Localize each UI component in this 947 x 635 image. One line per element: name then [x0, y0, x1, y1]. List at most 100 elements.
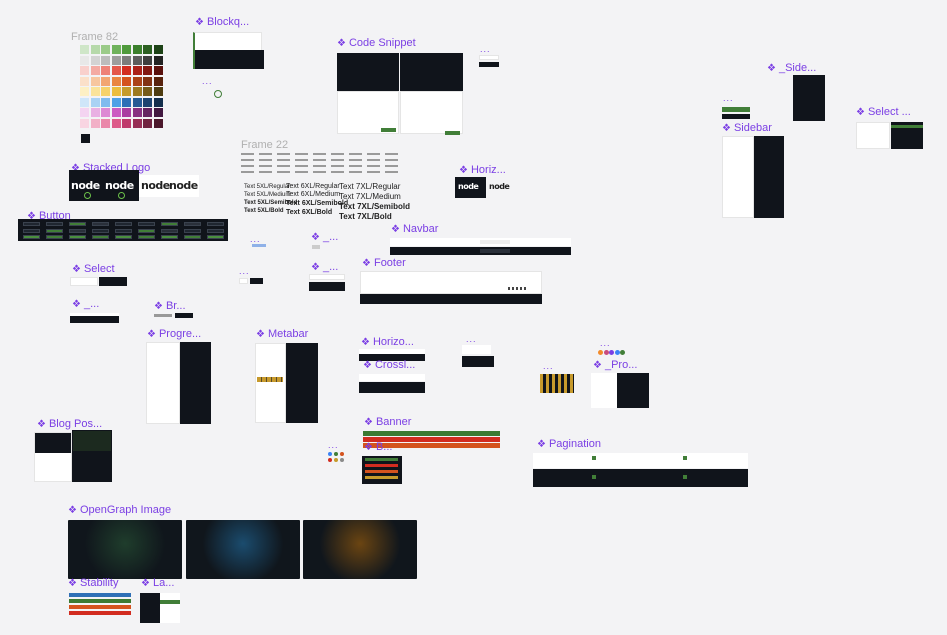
color-palette[interactable]	[80, 45, 164, 129]
blog-post-light-cover[interactable]	[35, 433, 71, 453]
option-dark[interactable]	[70, 316, 119, 323]
underscore-item-label-1[interactable]: ❖_...	[311, 231, 339, 243]
text-6xl-regular[interactable]: Text 6XL/Regular	[286, 183, 340, 190]
color-swatch[interactable]	[153, 45, 163, 54]
select-dark[interactable]	[99, 277, 127, 286]
color-swatch[interactable]	[101, 97, 110, 107]
color-swatch[interactable]	[80, 76, 89, 86]
underscore-item-label-3[interactable]: ❖_...	[72, 298, 100, 310]
dropdown-mini-light[interactable]	[462, 345, 491, 354]
ellipsis-status-dots[interactable]: ...	[328, 440, 339, 450]
code-copy-button-2[interactable]	[445, 131, 460, 135]
pagination-active-dark-2[interactable]	[683, 475, 687, 479]
color-swatch[interactable]	[122, 118, 131, 128]
select-label[interactable]: ❖Select	[72, 263, 115, 275]
ellipsis-sidebar[interactable]: ...	[723, 93, 734, 103]
metabar-avatars[interactable]	[257, 377, 283, 382]
footer-dark[interactable]	[360, 294, 542, 304]
ellipsis-swatch-dark[interactable]: ...	[543, 361, 554, 371]
banner-green[interactable]	[363, 431, 500, 436]
button-sample[interactable]	[92, 228, 109, 233]
frame-22-label[interactable]: Frame 22	[241, 139, 289, 151]
color-swatch[interactable]	[90, 66, 100, 75]
opengraph-image-orange[interactable]	[303, 520, 417, 579]
button-sample[interactable]	[23, 222, 40, 226]
progress-dark[interactable]	[180, 342, 211, 424]
button-sample[interactable]	[69, 228, 86, 233]
language-dark[interactable]	[140, 593, 160, 623]
stability-label[interactable]: ❖Stability	[68, 577, 119, 589]
button-sample[interactable]	[138, 235, 155, 239]
avatar[interactable]	[603, 350, 609, 355]
code-tooltip[interactable]	[479, 55, 499, 60]
select-short-label[interactable]: ❖Select ...	[856, 106, 911, 118]
horizontal-light[interactable]	[359, 349, 425, 354]
button-mini[interactable]	[252, 244, 266, 247]
button-sample[interactable]	[92, 235, 109, 239]
sidebar-short-light[interactable]	[767, 77, 791, 119]
button-sample[interactable]	[23, 235, 40, 239]
color-swatch[interactable]	[90, 55, 100, 65]
horiz-logo-label[interactable]: ❖Horiz...	[459, 164, 506, 176]
progress-short-dark[interactable]	[617, 373, 649, 408]
small-green-icon[interactable]	[214, 90, 222, 98]
color-swatch[interactable]	[111, 45, 121, 54]
button-sample[interactable]	[161, 222, 178, 226]
color-swatch-black[interactable]	[81, 134, 90, 143]
color-swatch[interactable]	[153, 118, 163, 128]
underscore-item-label-2[interactable]: ❖_...	[311, 261, 339, 273]
badge-red[interactable]	[365, 464, 398, 467]
color-swatch[interactable]	[132, 66, 142, 75]
text-5xl-bold[interactable]: Text 5XL/Bold	[244, 208, 284, 214]
code-snippet-dark-2[interactable]	[400, 53, 463, 91]
banner-orange[interactable]	[363, 443, 500, 448]
color-swatch[interactable]	[111, 76, 121, 86]
pagination-label[interactable]: ❖Pagination	[537, 438, 601, 450]
status-dots[interactable]	[328, 452, 346, 462]
color-swatch[interactable]	[132, 55, 142, 65]
color-swatch[interactable]	[122, 76, 131, 86]
button-sample[interactable]	[138, 228, 155, 233]
color-swatch[interactable]	[101, 66, 110, 75]
blog-post-dark-cover[interactable]	[73, 431, 111, 451]
code-snippet-light-2[interactable]	[400, 91, 463, 134]
text-6xl-bold[interactable]: Text 6XL/Bold	[286, 209, 333, 216]
color-swatch[interactable]	[80, 118, 89, 128]
pagination-active-dark-1[interactable]	[592, 475, 596, 479]
ellipsis-avatars[interactable]: ...	[600, 338, 611, 348]
color-swatch[interactable]	[101, 118, 110, 128]
color-swatch[interactable]	[132, 97, 142, 107]
color-swatch[interactable]	[153, 55, 163, 65]
color-swatch[interactable]	[153, 76, 163, 86]
badge-green[interactable]	[365, 458, 398, 461]
crosslink-dark[interactable]	[359, 382, 425, 393]
button-sample[interactable]	[69, 235, 86, 239]
footer-social-icons[interactable]	[508, 287, 528, 290]
stacked-logo-light[interactable]	[139, 175, 199, 197]
color-swatch[interactable]	[90, 45, 100, 54]
progress-short-label[interactable]: ❖_Pro...	[593, 359, 638, 371]
footer-label[interactable]: ❖Footer	[362, 257, 406, 269]
stability-orange[interactable]	[69, 605, 131, 609]
button-sample[interactable]	[46, 222, 63, 226]
badge-yellow[interactable]	[365, 476, 398, 479]
code-snippet-dark-1[interactable]	[337, 53, 399, 91]
color-swatch[interactable]	[90, 118, 100, 128]
select-mini-dark[interactable]	[250, 278, 263, 284]
button-sample[interactable]	[46, 235, 63, 239]
color-swatch[interactable]	[122, 55, 131, 65]
horizontal-label[interactable]: ❖Horizo...	[361, 336, 414, 348]
progress-short-light[interactable]	[591, 373, 617, 408]
avatar[interactable]	[598, 350, 603, 355]
color-swatch[interactable]	[143, 118, 152, 128]
color-swatch[interactable]	[80, 55, 89, 65]
button-sample[interactable]	[207, 235, 224, 239]
text-7xl-semibold[interactable]: Text 7XL/Semibold	[339, 202, 410, 211]
button-sample[interactable]	[161, 228, 178, 233]
color-swatch[interactable]	[80, 45, 89, 54]
sidebar-light[interactable]	[722, 136, 754, 218]
language-light[interactable]	[160, 593, 180, 623]
button-sample[interactable]	[207, 228, 224, 233]
color-swatch[interactable]	[122, 45, 131, 54]
text-5xl-medium[interactable]: Text 5XL/Medium	[244, 192, 291, 198]
